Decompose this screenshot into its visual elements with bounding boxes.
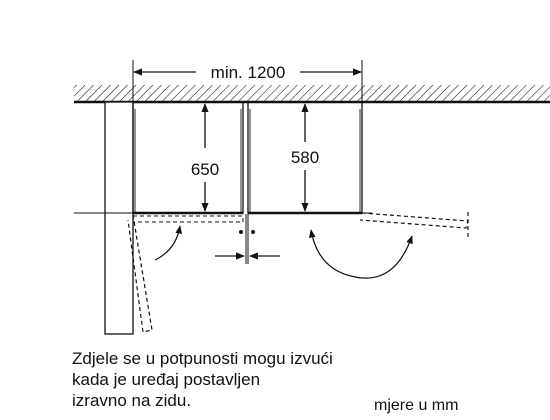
installation-caption: Zdjele se u potpunosti mogu izvući kada … — [72, 348, 333, 411]
units-note: mjere u mm — [374, 397, 459, 414]
left-appliance — [132, 101, 244, 215]
right-appliance — [247, 101, 363, 215]
caption-line: Zdjele se u potpunosti mogu izvući — [72, 349, 333, 368]
left-depth-label: 650 — [191, 160, 219, 179]
width-dimension: min. 1200 — [132, 60, 363, 102]
width-dimension-label: min. 1200 — [211, 63, 286, 82]
left-depth-dimension: 650 — [191, 103, 219, 212]
caption-line: kada je uređaj postavljen — [72, 370, 261, 389]
back-wall — [74, 85, 550, 104]
gap-dimension — [215, 214, 280, 264]
right-depth-dimension: 580 — [291, 103, 319, 212]
left-door-swing — [127, 214, 244, 333]
right-door-swing — [308, 212, 469, 279]
side-wall — [104, 101, 134, 335]
right-depth-label: 580 — [291, 148, 319, 167]
caption-line: izravno na zidu. — [72, 391, 192, 410]
